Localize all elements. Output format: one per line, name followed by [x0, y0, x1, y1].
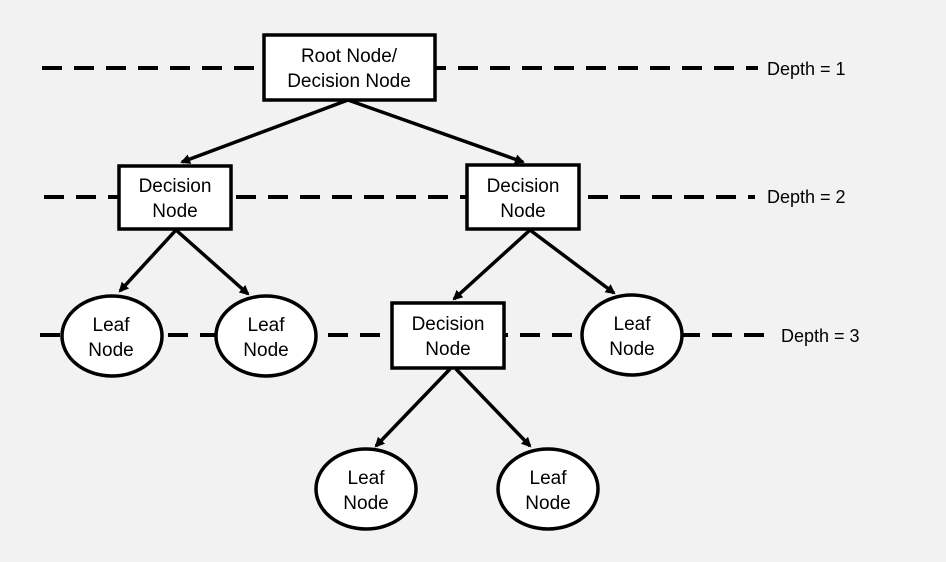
decision-node-mid-line-1: Decision	[412, 314, 485, 335]
edge-decision-right-leaf-3	[528, 228, 616, 295]
leaf-node-5-line-1: Leaf	[530, 468, 568, 489]
decision-node-left-line-2: Node	[152, 201, 197, 222]
decision-node-left-line-1: Decision	[139, 176, 212, 197]
leaf-node-2: Leaf Node	[214, 294, 318, 378]
leaf-node-1-line-1: Leaf	[93, 315, 131, 336]
edge-root-decision-left	[180, 98, 349, 164]
leaf-node-4-line-1: Leaf	[348, 468, 386, 489]
edge-decision-right-decision-mid	[452, 228, 532, 301]
edges	[118, 98, 616, 448]
decision-node-mid: Decision Node	[390, 301, 506, 370]
leaf-node-4: Leaf Node	[314, 447, 418, 531]
leaf-node-3: Leaf Node	[580, 293, 684, 377]
root-node-line-2: Decision Node	[287, 71, 411, 92]
leaf-node-2-line-1: Leaf	[248, 315, 286, 336]
decision-node-right: Decision Node	[465, 163, 581, 231]
leaf-node-5: Leaf Node	[496, 447, 600, 531]
decision-node-right-line-1: Decision	[487, 176, 560, 197]
depth-label-2: Depth = 2	[767, 187, 846, 207]
leaf-node-5-line-2: Node	[525, 493, 570, 514]
edge-decision-mid-leaf-4	[374, 367, 452, 448]
leaf-node-1-line-2: Node	[88, 340, 133, 361]
leaf-node-4-line-2: Node	[343, 493, 388, 514]
leaf-node-1: Leaf Node	[60, 294, 164, 378]
root-node: Root Node/ Decision Node	[262, 33, 437, 102]
edge-decision-left-leaf-2	[174, 228, 250, 296]
decision-node-mid-line-2: Node	[425, 339, 470, 360]
decision-node-left: Decision Node	[117, 164, 233, 231]
root-node-line-1: Root Node/	[301, 46, 398, 67]
leaf-node-3-line-2: Node	[609, 339, 654, 360]
decision-node-right-line-2: Node	[500, 201, 545, 222]
leaf-node-2-line-2: Node	[243, 340, 288, 361]
edge-decision-mid-leaf-5	[454, 367, 532, 448]
leaf-node-3-line-1: Leaf	[614, 314, 652, 335]
depth-label-3: Depth = 3	[781, 326, 860, 346]
edge-root-decision-right	[347, 98, 525, 165]
edge-decision-left-leaf-1	[118, 228, 178, 293]
depth-label-1: Depth = 1	[767, 59, 846, 79]
